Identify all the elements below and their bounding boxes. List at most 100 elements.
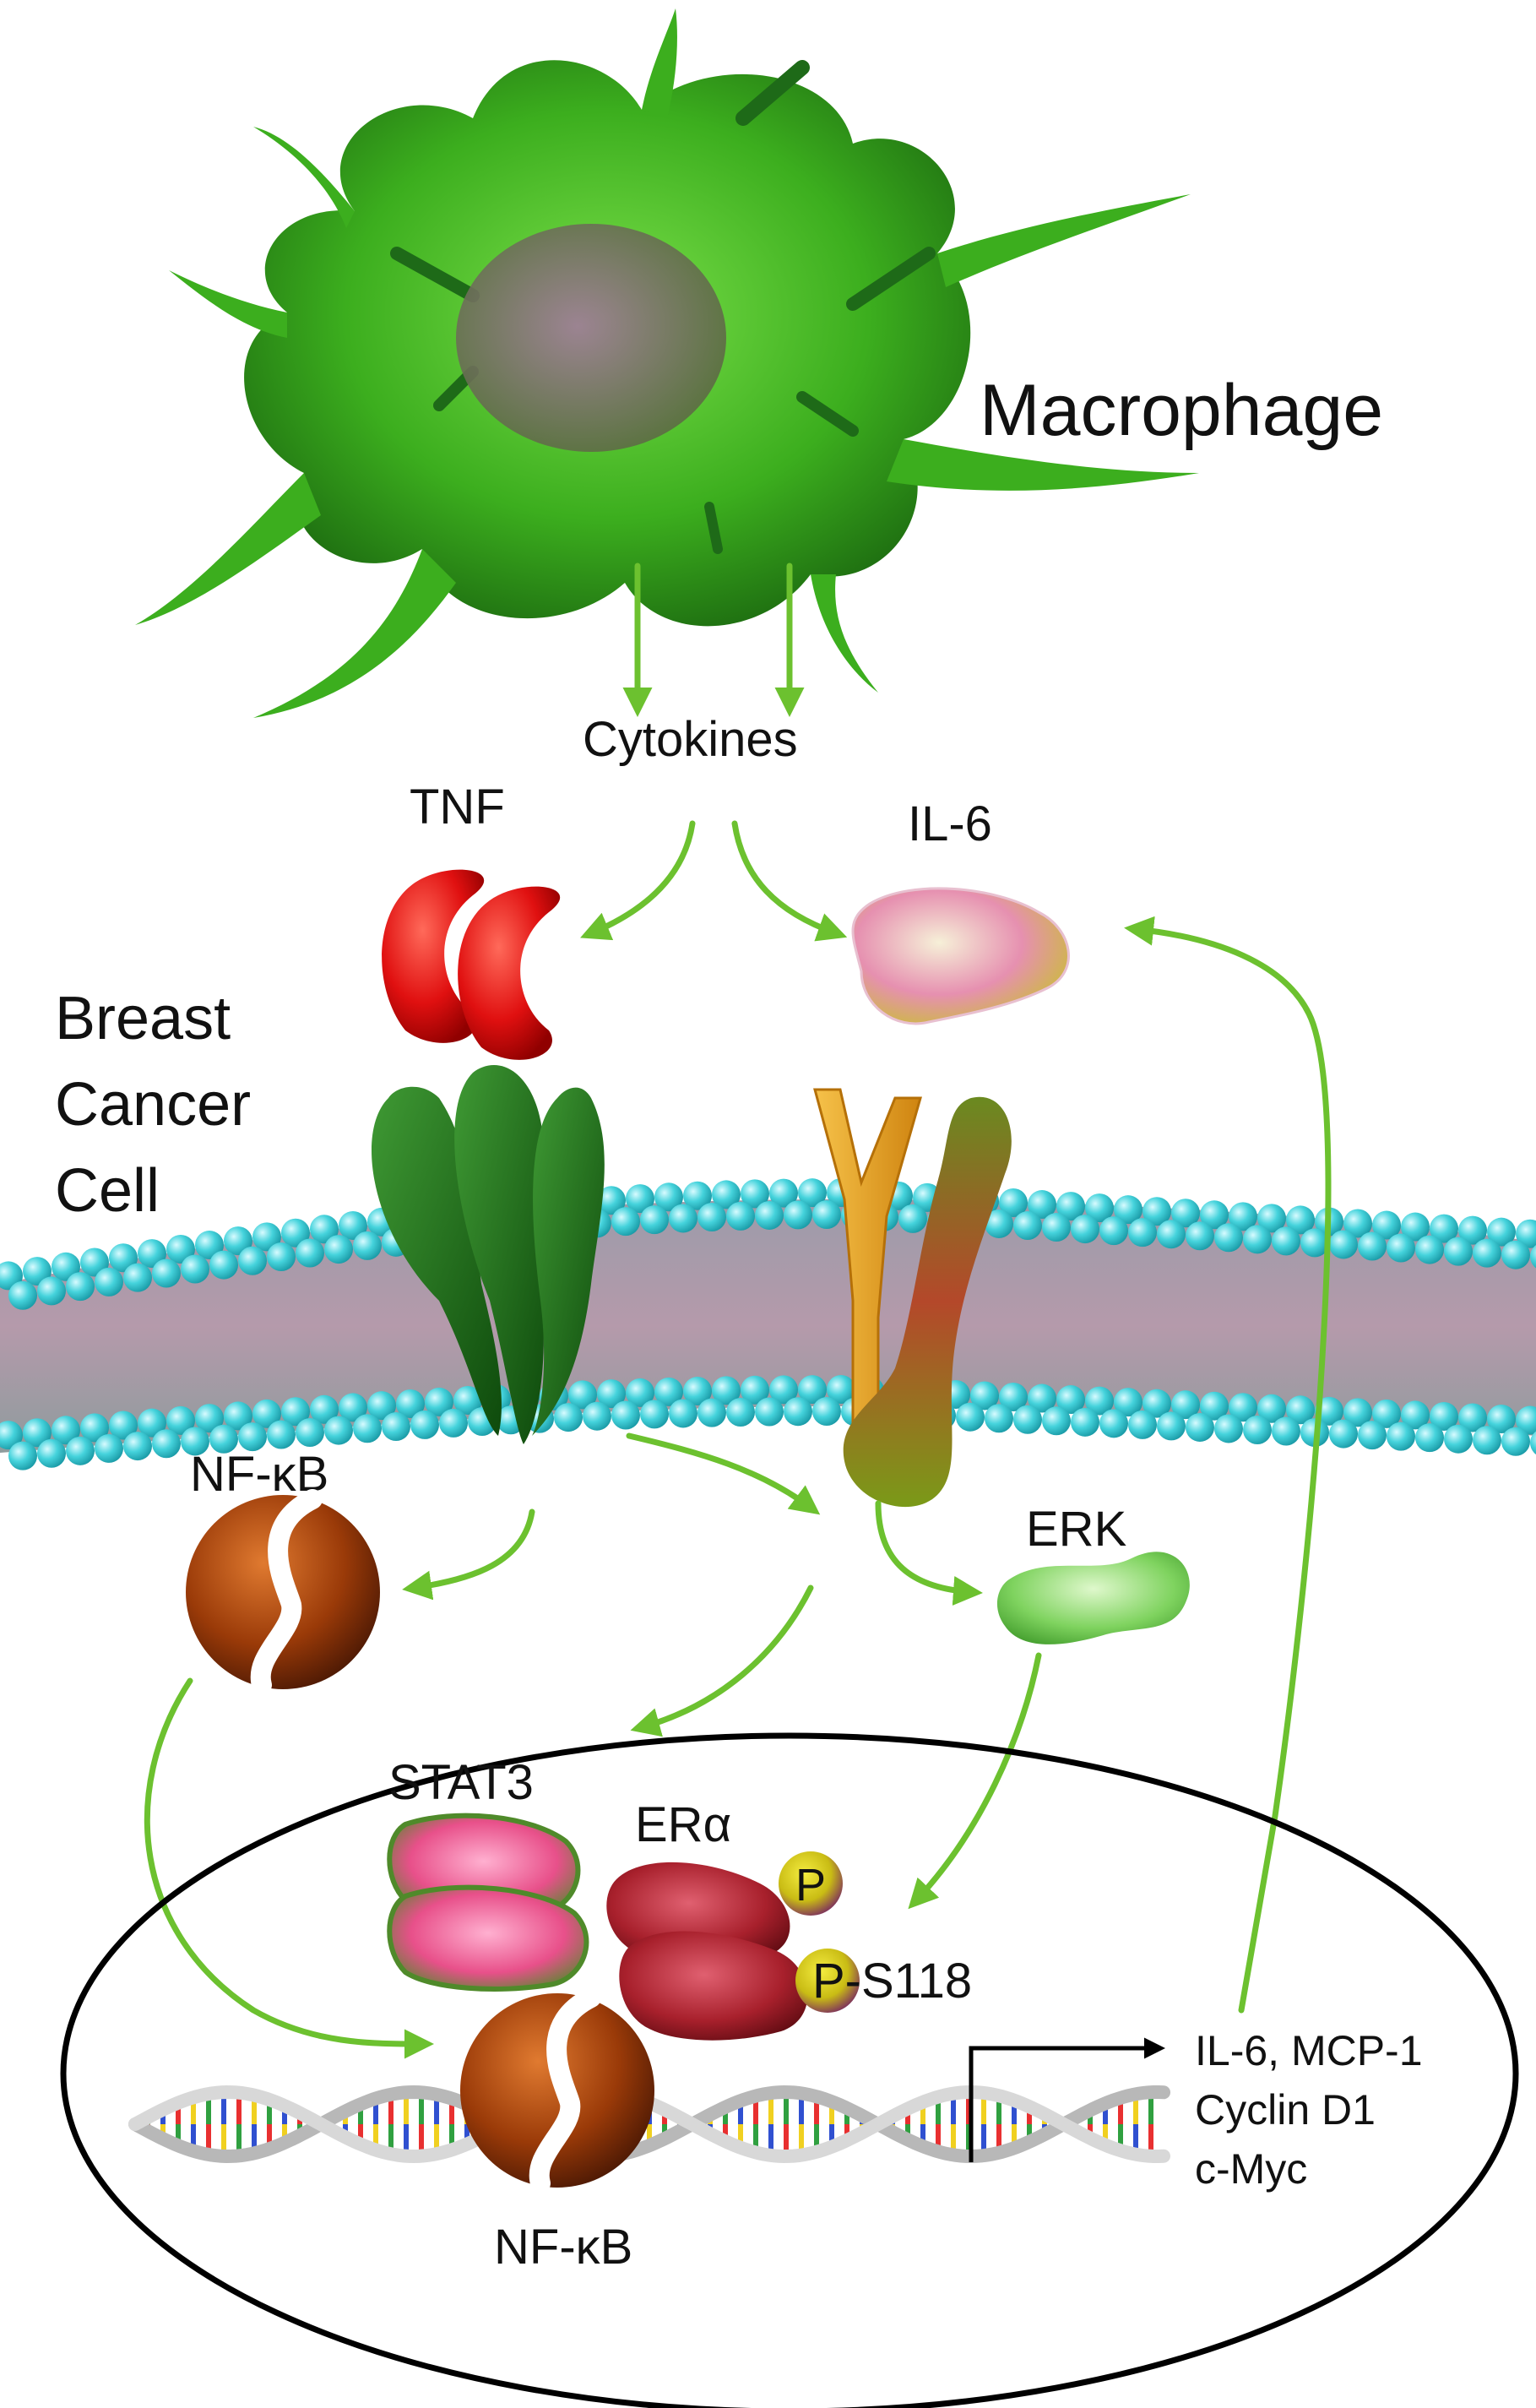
cell-label-line2: Cancer — [55, 1071, 251, 1139]
gp130-subunit — [843, 1096, 1012, 1508]
lipid-head — [138, 1408, 166, 1438]
lipid-head — [1430, 1214, 1458, 1243]
lipid-head — [1114, 1195, 1143, 1225]
lipid-head — [999, 1188, 1028, 1217]
lipid-head — [1487, 1217, 1516, 1247]
lipid-head — [898, 1204, 927, 1233]
cell-label-line3: Cell — [55, 1157, 160, 1225]
lipid-head — [798, 1178, 827, 1208]
lipid-head — [238, 1246, 267, 1275]
lipid-head — [1071, 1215, 1099, 1244]
arrow-il6r-stat3 — [630, 1584, 814, 1737]
lipid-head — [181, 1427, 209, 1456]
arrow-erk-era — [908, 1652, 1042, 1910]
lipid-head — [138, 1239, 166, 1269]
lipid-head — [712, 1180, 741, 1209]
lipid-head — [985, 1404, 1013, 1433]
arrow-cytokines-tnf — [580, 820, 696, 941]
lipid-head — [1229, 1202, 1257, 1231]
nfkb-cytoplasm — [186, 1489, 380, 1695]
lipid-head — [1444, 1237, 1473, 1266]
lipid-head — [324, 1416, 353, 1445]
nucleus-envelope — [60, 1732, 1519, 2408]
lipid-head — [784, 1200, 812, 1230]
lipid-head — [1401, 1212, 1430, 1242]
lipid-head — [568, 1380, 597, 1410]
lipid-head — [252, 1222, 281, 1252]
lipid-head — [296, 1238, 324, 1268]
lipid-head — [669, 1399, 697, 1428]
lipid-head — [1143, 1389, 1171, 1418]
lipid-head — [410, 1410, 439, 1439]
lipid-head — [281, 1218, 310, 1247]
lipid-head — [152, 1258, 181, 1288]
lipid-head — [970, 1381, 999, 1411]
nfkb-nucleus — [460, 1987, 654, 2193]
lipid-head — [712, 1376, 741, 1405]
lipid-head — [267, 1420, 296, 1449]
lipid-head — [37, 1438, 66, 1468]
lipid-head — [453, 1385, 482, 1415]
lipid-head — [209, 1424, 238, 1454]
lipid-head — [741, 1179, 769, 1209]
arrow-il6r-erk — [875, 1500, 983, 1606]
lipid-head — [726, 1201, 755, 1231]
arrow-targets-il6 — [1124, 916, 1332, 2014]
lipid-head — [1171, 1390, 1200, 1420]
lipid-head — [1042, 1406, 1071, 1436]
lipid-head — [597, 1379, 626, 1409]
lipid-head — [1099, 1409, 1128, 1438]
lipid-head — [123, 1432, 152, 1461]
lipid-head — [1286, 1205, 1315, 1235]
lipid-head — [310, 1215, 339, 1244]
lipid-head — [626, 1184, 654, 1214]
lipid-head — [1516, 1405, 1536, 1435]
lipid-head — [238, 1422, 267, 1452]
lipid-head — [152, 1429, 181, 1459]
lipid-head — [1099, 1216, 1128, 1246]
lipid-head — [956, 1402, 985, 1432]
stat3-dimer — [387, 1813, 589, 1992]
lipid-head — [1501, 1427, 1530, 1456]
lipid-head — [267, 1242, 296, 1272]
lipid-head — [310, 1394, 339, 1424]
tnf-ligand — [382, 869, 561, 1060]
lipid-head — [1257, 1394, 1286, 1423]
lipid-head — [755, 1397, 784, 1427]
lipid-head — [195, 1231, 224, 1260]
lipid-head — [1372, 1210, 1401, 1240]
arrow-tnfr-nfkb — [402, 1508, 535, 1601]
cytokines-label: Cytokines — [583, 712, 798, 767]
lipid-head — [812, 1200, 841, 1230]
stat3-label: STAT3 — [388, 1755, 534, 1810]
lipid-head — [109, 1411, 138, 1440]
lipid-head — [1487, 1405, 1516, 1434]
lipid-head — [1430, 1401, 1458, 1431]
lipid-head — [1028, 1383, 1056, 1413]
lipid-head — [812, 1397, 841, 1427]
lipid-head — [109, 1243, 138, 1273]
lipid-head — [1085, 1193, 1114, 1223]
lipid-head — [583, 1401, 611, 1431]
lipid-head — [1042, 1213, 1071, 1242]
lipid-head — [339, 1210, 367, 1240]
lipid-head — [1157, 1220, 1186, 1249]
transcription-arrow — [969, 2037, 1165, 2162]
lipid-head — [654, 1182, 683, 1212]
lipid-head — [640, 1400, 669, 1429]
lipid-head — [52, 1252, 80, 1281]
lipid-head — [1343, 1209, 1372, 1238]
lipid-head — [224, 1401, 252, 1431]
lipid-head — [123, 1263, 152, 1292]
tnf-receptor — [372, 1064, 605, 1444]
lipid-head — [1530, 1431, 1536, 1455]
lipid-head — [1387, 1421, 1415, 1451]
lipid-head — [1401, 1400, 1430, 1430]
lipid-head — [1415, 1235, 1444, 1264]
lipid-head — [1243, 1225, 1272, 1254]
lipid-head — [52, 1416, 80, 1445]
lipid-head — [37, 1276, 66, 1306]
lipid-head — [80, 1413, 109, 1443]
lipid-head — [1214, 1414, 1243, 1443]
lipid-head — [1387, 1233, 1415, 1263]
